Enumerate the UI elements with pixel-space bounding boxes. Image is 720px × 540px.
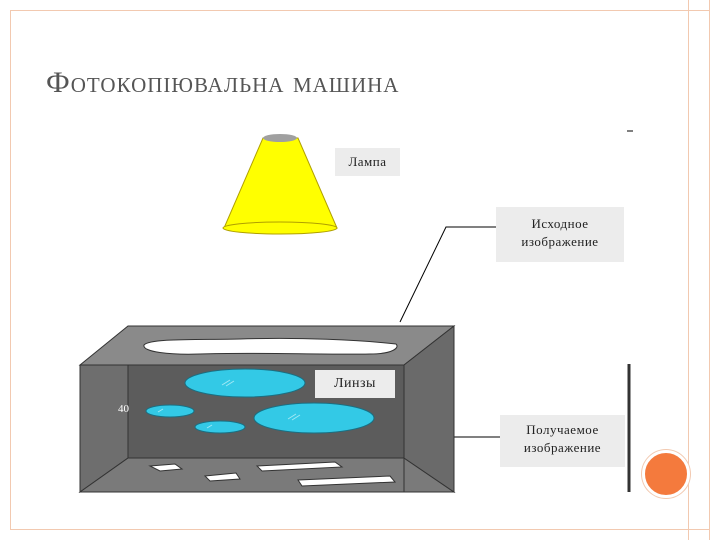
- result-image-label-line1: Получаемое: [526, 422, 599, 437]
- source-image-label-line1: Исходное: [531, 216, 589, 231]
- box-floor: [78, 457, 456, 493]
- source-image-pointer-line: [399, 226, 496, 323]
- lens-large-right: [253, 402, 375, 434]
- source-image-label: Исходное изображение: [496, 207, 624, 262]
- lens-highlights: [157, 379, 301, 429]
- page-title: Фотокопіювальна машина: [46, 66, 400, 99]
- lamp-cone: [223, 137, 338, 229]
- slide-frame-right-band: [688, 0, 710, 540]
- result-image-label: Получаемое изображение: [500, 415, 625, 467]
- lamp-cone-base: [222, 221, 338, 235]
- lamp-label: Лампа: [335, 148, 400, 176]
- lens-small-left: [145, 404, 195, 418]
- source-image-shape: [143, 337, 398, 355]
- lamp-cap: [263, 134, 297, 142]
- result-image-label-line2: изображение: [523, 440, 602, 455]
- result-image-shapes: [148, 461, 397, 487]
- source-image-label-line2: изображение: [521, 234, 599, 249]
- accent-circle: [642, 450, 690, 498]
- lenses-label: Линзы: [315, 370, 395, 398]
- lens-large-top: [184, 368, 306, 398]
- lens-small-middle: [194, 420, 246, 434]
- side-number-label: 40: [118, 403, 129, 415]
